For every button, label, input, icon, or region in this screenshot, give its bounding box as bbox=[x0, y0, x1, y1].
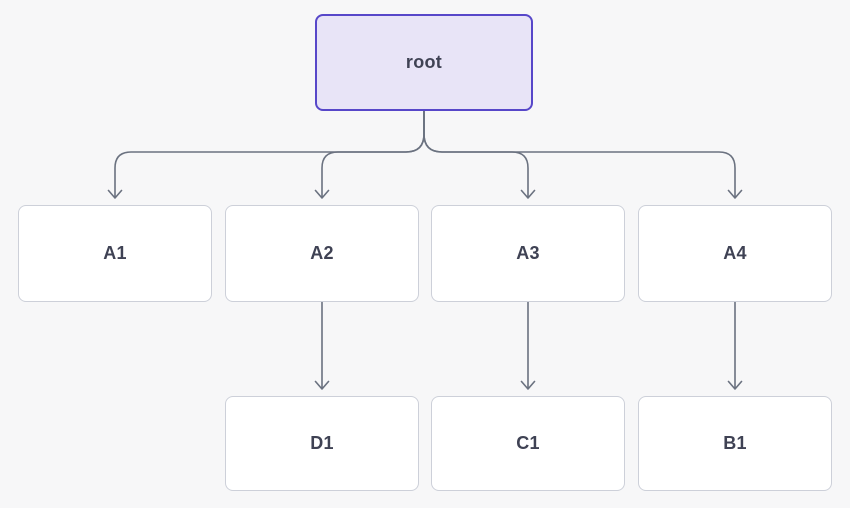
node-label: root bbox=[405, 52, 443, 72]
node-a2[interactable]: A2 bbox=[225, 205, 419, 302]
node-a3[interactable]: A3 bbox=[431, 205, 625, 302]
node-a1[interactable]: A1 bbox=[18, 205, 212, 302]
edge-root-a3 bbox=[423, 110, 536, 199]
edge-root-a2 bbox=[314, 110, 425, 199]
edge-root-a4 bbox=[423, 110, 743, 199]
node-c1[interactable]: C1 bbox=[431, 396, 625, 491]
node-label: C1 bbox=[516, 433, 540, 453]
node-label: A1 bbox=[103, 243, 127, 263]
node-label: A3 bbox=[516, 243, 540, 263]
node-root[interactable]: root bbox=[315, 14, 533, 111]
node-label: A2 bbox=[310, 243, 334, 263]
edge-a3-c1 bbox=[520, 301, 536, 390]
node-label: B1 bbox=[723, 433, 747, 453]
node-label: D1 bbox=[310, 433, 334, 453]
edge-a2-d1 bbox=[314, 301, 330, 390]
edge-a4-b1 bbox=[727, 301, 743, 390]
node-label: A4 bbox=[723, 243, 747, 263]
node-b1[interactable]: B1 bbox=[638, 396, 832, 491]
edge-root-a1 bbox=[107, 110, 425, 199]
node-a4[interactable]: A4 bbox=[638, 205, 832, 302]
node-d1[interactable]: D1 bbox=[225, 396, 419, 491]
